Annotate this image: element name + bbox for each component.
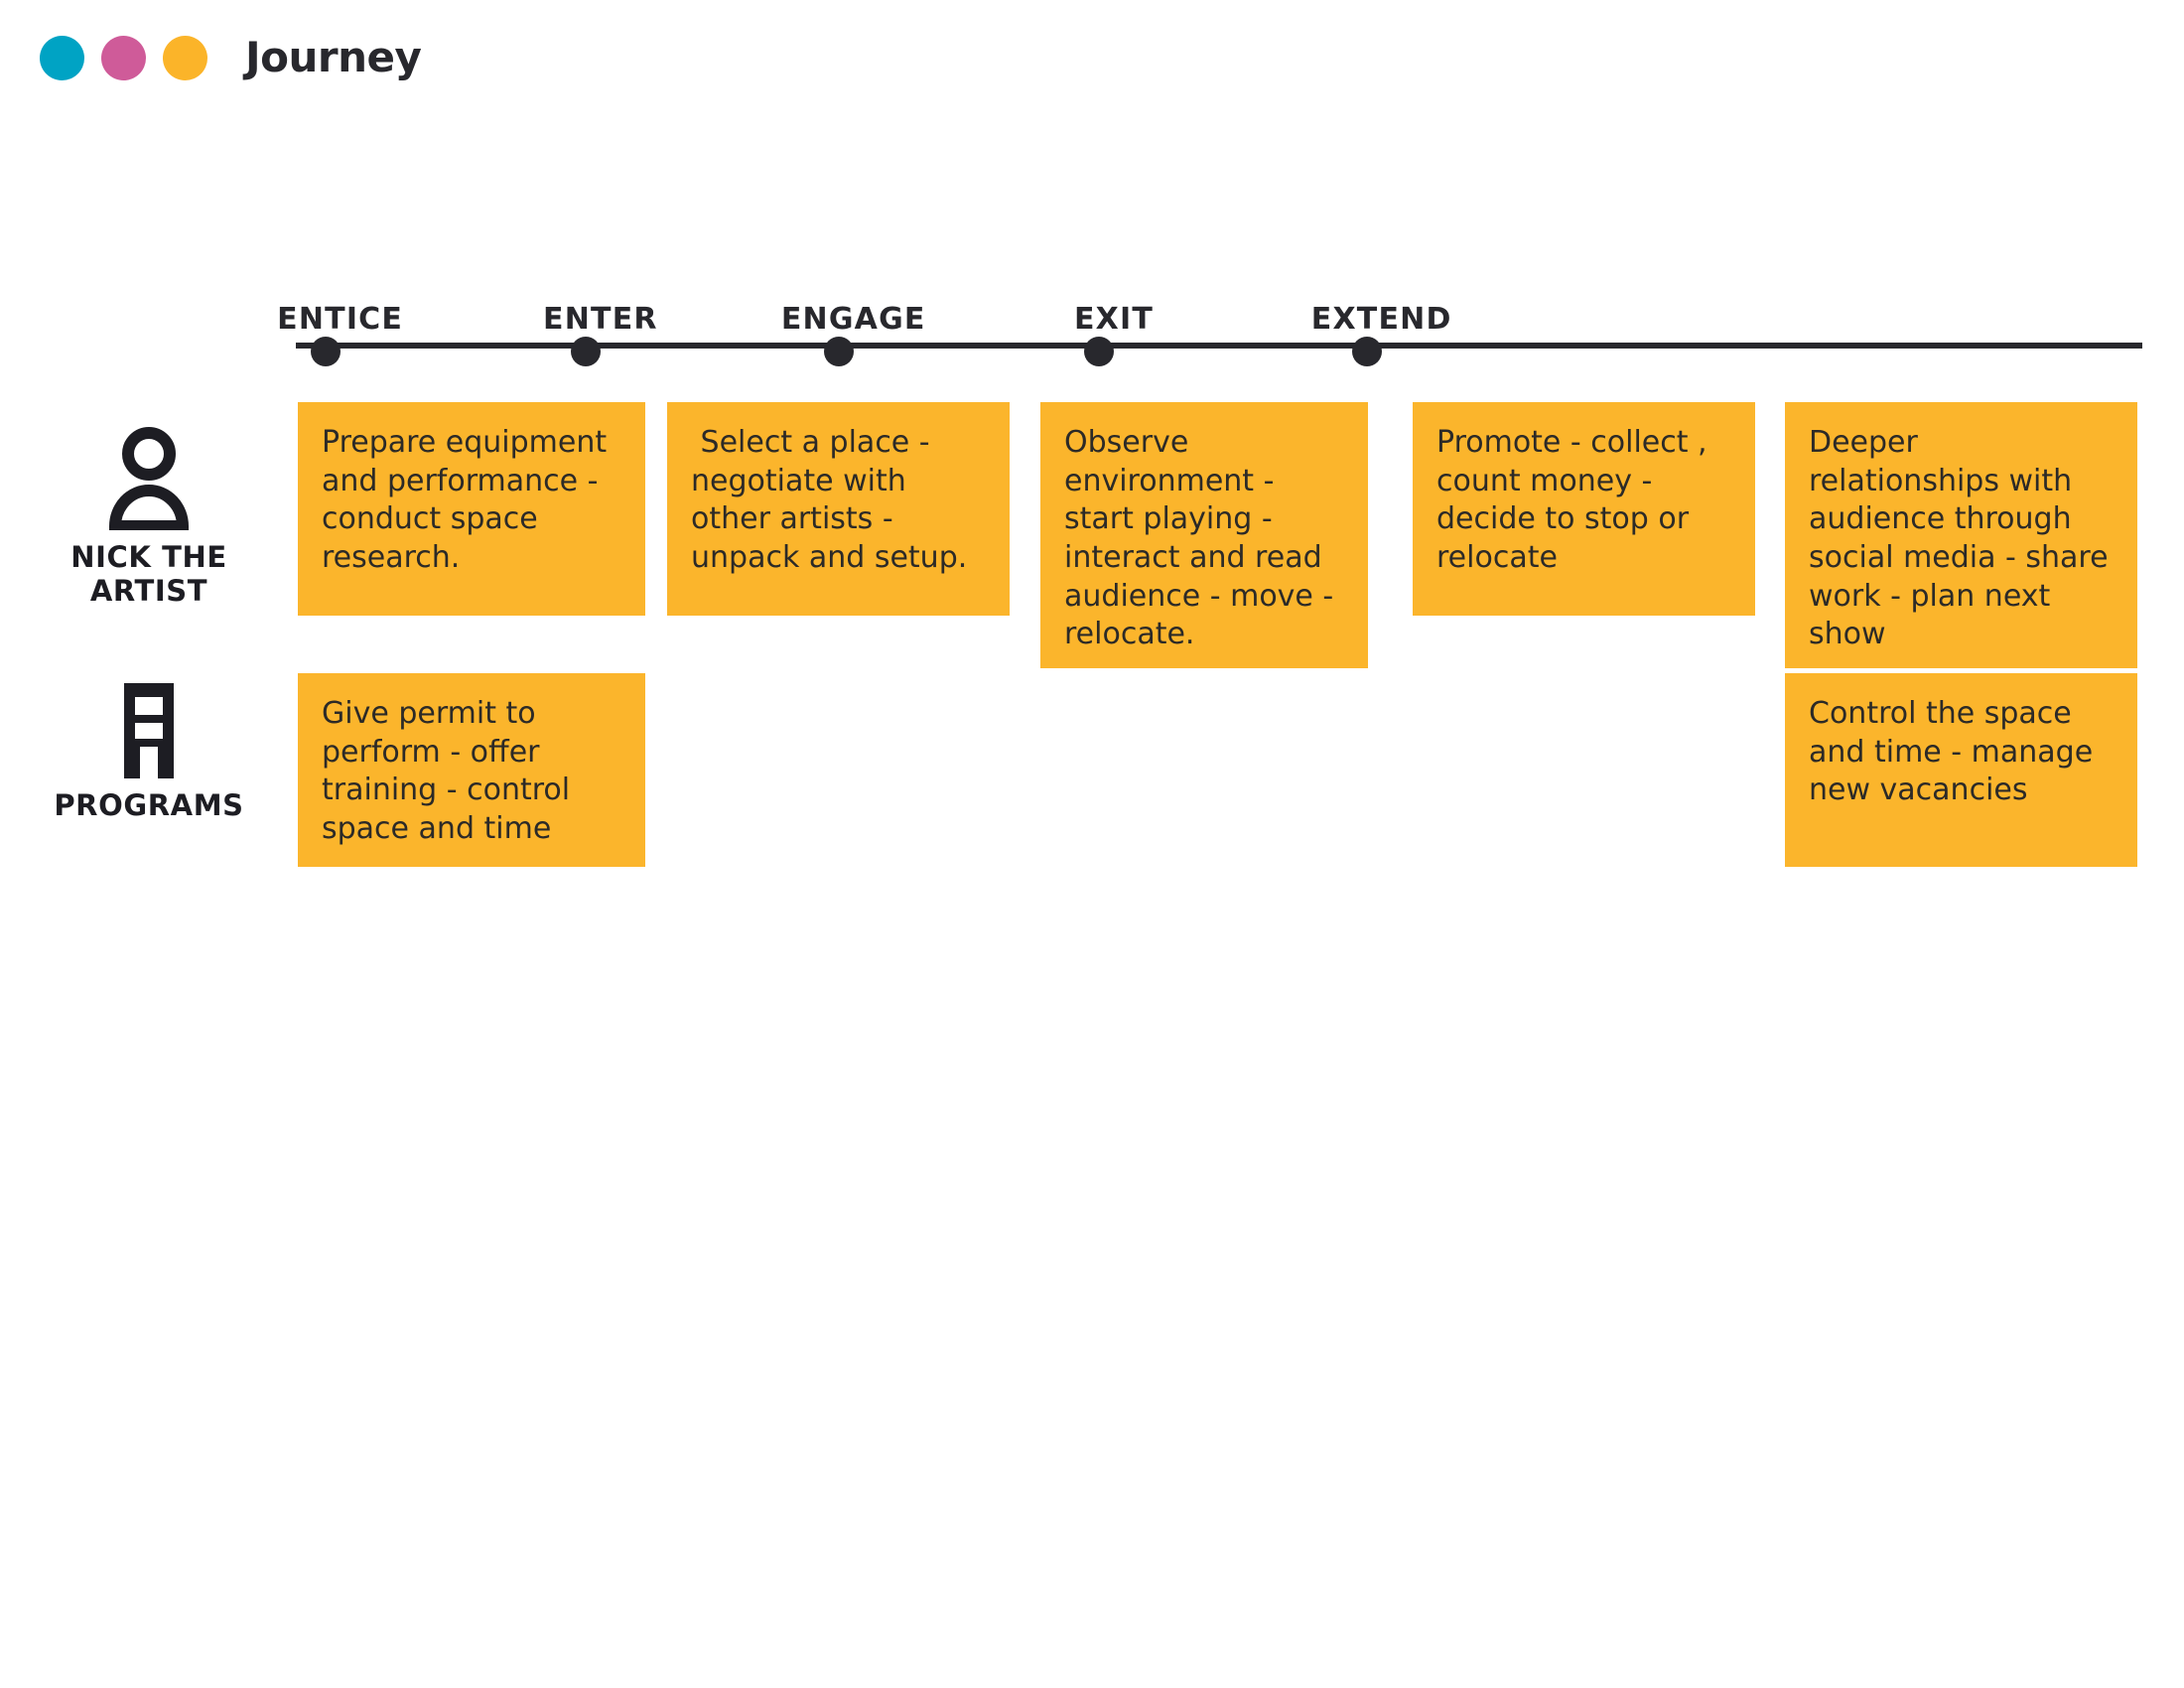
amber-dot <box>163 35 207 80</box>
stage-label: ENTICE <box>277 302 404 337</box>
app-header: Journey <box>40 28 422 87</box>
teal-dot <box>40 35 84 80</box>
timeline-stage-enter[interactable]: ENTER <box>543 302 657 366</box>
stage-label: EXTEND <box>1310 302 1452 337</box>
journey-card[interactable]: Observe environment - start playing - in… <box>1040 402 1368 669</box>
stage-label: EXIT <box>1073 302 1154 337</box>
timeline-stage-exit[interactable]: EXIT <box>1074 302 1153 366</box>
stage-label: ENGAGE <box>780 302 926 337</box>
stage-dot-icon <box>1083 337 1114 366</box>
stage-dot-icon <box>570 337 601 366</box>
journey-card[interactable]: Select a place - negotiate with other ar… <box>667 402 1010 616</box>
journey-card[interactable]: Deeper relationships with audience throu… <box>1785 402 2137 669</box>
page-title: Journey <box>245 33 422 81</box>
timeline-stage-extend[interactable]: EXTEND <box>1311 302 1450 366</box>
row-label-text: NICK THE ARTIST <box>70 540 227 609</box>
stage-label: ENTER <box>543 302 658 337</box>
stage-dot-icon <box>310 337 341 366</box>
journey-card[interactable]: Promote - collect , count money - decide… <box>1413 402 1755 616</box>
journey-card[interactable]: Give permit to perform - offer training … <box>298 673 645 867</box>
timeline-axis-line <box>296 343 2142 349</box>
person-icon <box>20 427 278 530</box>
journey-card[interactable]: Prepare equipment and performance - cond… <box>298 402 645 616</box>
row-label-programs: PROGRAMS <box>20 675 278 822</box>
row-label-text: PROGRAMS <box>54 788 244 822</box>
journey-card[interactable]: Control the space and time - manage new … <box>1785 673 2137 867</box>
row-label-nick-the-artist: NICK THE ARTIST <box>20 427 278 608</box>
stage-dot-icon <box>823 337 854 366</box>
timeline-stage-entice[interactable]: ENTICE <box>277 302 402 366</box>
timeline-stage-engage[interactable]: ENGAGE <box>781 302 924 366</box>
building-icon <box>20 675 278 778</box>
pink-dot <box>101 35 146 80</box>
journey-timeline: ENTICE ENTER ENGAGE EXIT EXTEND <box>277 302 2142 366</box>
stage-dot-icon <box>1351 337 1382 366</box>
